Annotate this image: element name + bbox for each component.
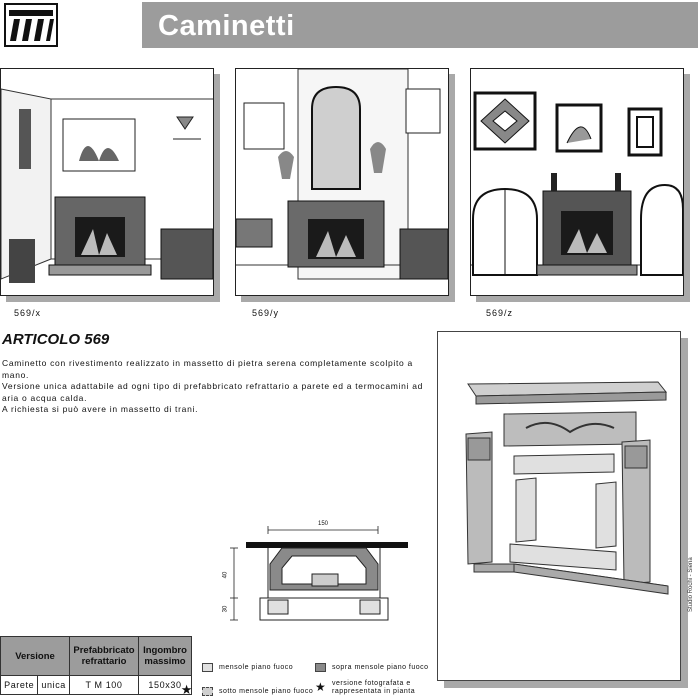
legend-label-mensole: mensole piano fuoco [219, 664, 294, 671]
table-row: Parete unica T M 100 150x30 ★ [0, 675, 193, 697]
plan-depth-label: 40 [222, 571, 229, 579]
legend-label-versione: versione fotografata e rappresentata in … [332, 680, 416, 695]
legend-star-icon: ★ [315, 680, 326, 694]
description-line: Versione unica adattabile ad ogni tipo d… [2, 381, 424, 403]
article-title: ARTICOLO 569 [2, 331, 110, 348]
spec-table: Versione Prefabbricato refrattario Ingom… [0, 636, 193, 697]
studio-credit: Studio Rochi - Siena [688, 557, 694, 612]
legend-swatch-sotto [202, 687, 213, 696]
header-prefabbricato: Prefabbricato refrattario [69, 636, 139, 676]
plan-width-label: 150 [318, 521, 329, 527]
article-description: Caminetto con rivestimento realizzato in… [2, 358, 432, 416]
cell-variante: unica [37, 675, 70, 695]
photo-code-x: 569/x [14, 308, 42, 318]
title-bar [142, 2, 698, 48]
cell-versione: Parete [0, 675, 39, 695]
fireplace-photo-y [235, 68, 449, 296]
cell-ingombro: 150x30 ★ [138, 675, 193, 697]
cell-ingombro-value: 150x30 [148, 680, 182, 690]
page-title: Caminetti [158, 10, 295, 42]
fireplace-photo-x [0, 68, 214, 296]
legend-label-sotto: sotto mensole piano fuoco [219, 688, 314, 695]
description-line: Caminetto con rivestimento realizzato in… [2, 358, 413, 380]
star-marker-icon: ★ [180, 682, 193, 697]
header-versione: Versione [0, 636, 70, 676]
brand-logo [4, 3, 58, 47]
plan-base-label: 30 [222, 605, 229, 613]
header-ingombro: Ingombro massimo [138, 636, 192, 676]
exploded-view-drawing [437, 331, 681, 681]
legend-swatch-sopra [315, 663, 326, 672]
legend-swatch-mensole [202, 663, 213, 672]
plan-drawing: 150 40 30 [220, 520, 420, 635]
photo-code-z: 569/z [486, 308, 514, 318]
description-line: A richiesta si può avere in massetto di … [2, 404, 199, 414]
cell-prefabbricato: T M 100 [69, 675, 139, 695]
photo-code-y: 569/y [252, 308, 280, 318]
fireplace-photo-z [470, 68, 684, 296]
legend-label-sopra: sopra mensole piano fuoco [332, 664, 429, 671]
spec-table-header: Versione Prefabbricato refrattario Ingom… [0, 636, 192, 676]
